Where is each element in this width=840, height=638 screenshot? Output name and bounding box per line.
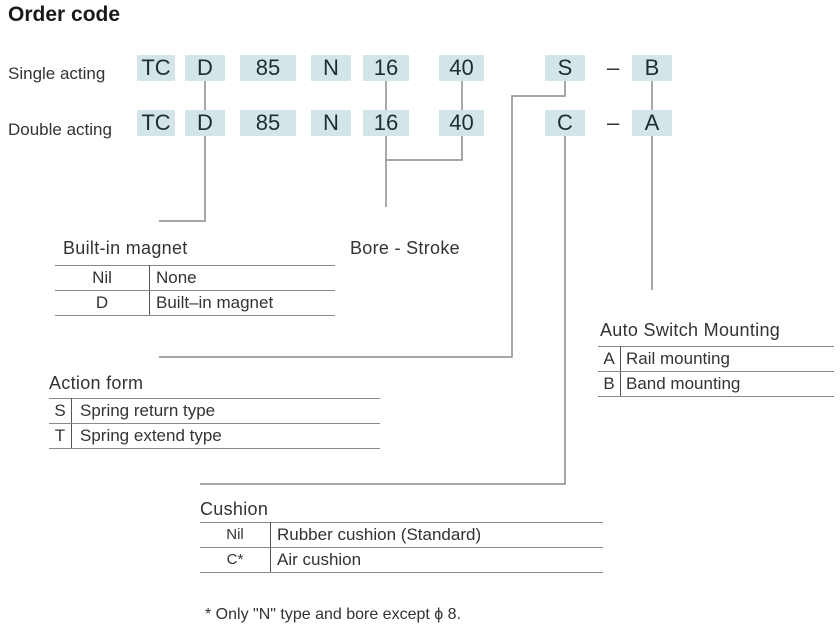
cushion-title: Cushion bbox=[200, 499, 269, 519]
code-box-cushion: C bbox=[545, 110, 585, 136]
connector-magnet bbox=[159, 136, 206, 222]
table-row: D Built–in magnet bbox=[55, 290, 335, 316]
code-separator: – bbox=[607, 110, 620, 135]
option-desc: None bbox=[149, 265, 335, 291]
option-desc: Spring return type bbox=[71, 398, 380, 424]
option-code: C* bbox=[200, 547, 271, 573]
action-form-table: S Spring return type T Spring extend typ… bbox=[49, 398, 380, 449]
built-in-magnet-table: Nil None D Built–in magnet bbox=[55, 265, 335, 316]
table-row: S Spring return type bbox=[49, 398, 380, 424]
code-box-stroke: 40 bbox=[439, 110, 484, 136]
row-label-double-acting: Double acting bbox=[8, 120, 112, 139]
option-desc: Rubber cushion (Standard) bbox=[270, 522, 603, 548]
code-box-mounting: B bbox=[632, 55, 672, 81]
option-desc: Air cushion bbox=[270, 547, 603, 573]
option-code: S bbox=[49, 398, 72, 424]
auto-switch-mounting-title: Auto Switch Mounting bbox=[600, 320, 781, 340]
option-desc: Spring extend type bbox=[71, 423, 380, 449]
page-title: Order code bbox=[8, 3, 121, 26]
built-in-magnet-title: Built-in magnet bbox=[63, 238, 188, 258]
footnote: * Only "N" type and bore except ϕ 8. bbox=[205, 606, 462, 623]
row-label-single-acting: Single acting bbox=[8, 64, 106, 83]
table-row: B Band mounting bbox=[598, 371, 834, 397]
code-box-magnet: D bbox=[185, 55, 225, 81]
code-box-series: TC bbox=[137, 55, 175, 81]
option-desc: Built–in magnet bbox=[149, 290, 335, 316]
cushion-table: Nil Rubber cushion (Standard) C* Air cus… bbox=[200, 522, 603, 573]
option-code: B bbox=[598, 371, 621, 397]
connector-action-form bbox=[159, 81, 566, 358]
code-box-magnet: D bbox=[185, 110, 225, 136]
action-form-title: Action form bbox=[49, 373, 144, 393]
connector-stroke bbox=[386, 136, 463, 161]
option-code: T bbox=[49, 423, 72, 449]
option-desc: Band mounting bbox=[620, 371, 834, 397]
option-code: Nil bbox=[55, 265, 150, 291]
option-code: A bbox=[598, 346, 621, 372]
code-box-mounting: A bbox=[632, 110, 672, 136]
code-box-type: N bbox=[311, 55, 351, 81]
bore-stroke-title: Bore - Stroke bbox=[350, 238, 460, 258]
table-row: A Rail mounting bbox=[598, 346, 834, 372]
option-code: Nil bbox=[200, 522, 271, 548]
option-code: D bbox=[55, 290, 150, 316]
code-box-stroke: 40 bbox=[439, 55, 484, 81]
code-box-bore: 16 bbox=[363, 55, 409, 81]
code-separator: – bbox=[607, 55, 620, 80]
code-box-action: S bbox=[545, 55, 585, 81]
table-row: Nil None bbox=[55, 265, 335, 291]
auto-switch-mounting-table: A Rail mounting B Band mounting bbox=[598, 346, 834, 397]
table-row: Nil Rubber cushion (Standard) bbox=[200, 522, 603, 548]
code-box-model: 85 bbox=[240, 110, 296, 136]
connector-cushion bbox=[200, 136, 566, 485]
code-box-series: TC bbox=[137, 110, 175, 136]
code-box-model: 85 bbox=[240, 55, 296, 81]
code-box-bore: 16 bbox=[363, 110, 409, 136]
option-desc: Rail mounting bbox=[620, 346, 834, 372]
table-row: T Spring extend type bbox=[49, 423, 380, 449]
table-row: C* Air cushion bbox=[200, 547, 603, 573]
code-box-type: N bbox=[311, 110, 351, 136]
